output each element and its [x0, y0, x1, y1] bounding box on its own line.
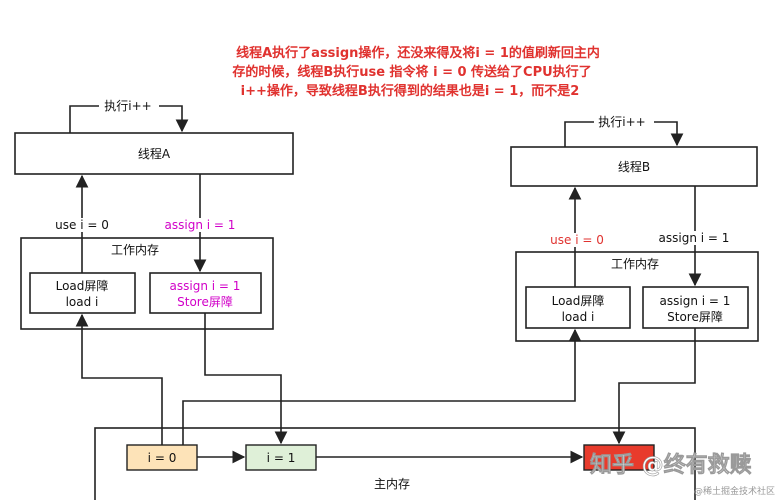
- watermark-main: 知乎 @终有救赎: [590, 452, 752, 478]
- thread-b-use-label: use i = 0: [550, 233, 604, 247]
- thread-b-store-line1: assign i = 1: [660, 294, 731, 308]
- thread-a-load-line1: Load屏障: [56, 278, 109, 293]
- thread-a-box: [14, 132, 294, 175]
- thread-b-work-memory-title: 工作内存: [611, 257, 659, 271]
- thread-a-load-line2: load i: [66, 295, 99, 309]
- main-memory-cell-i1: [245, 444, 317, 471]
- thread-b-assign-label: assign i = 1: [659, 231, 730, 245]
- title-line-1: 线程A执行了assign操作，还没来得及将i = 1的值刷新回主内: [236, 45, 600, 61]
- thread-a-store-line1: assign i = 1: [170, 279, 241, 293]
- thread-a-label: 线程A: [138, 146, 171, 161]
- thread-b-label: 线程B: [618, 159, 650, 174]
- load-path-b: [182, 328, 582, 445]
- thread-a-store-line2: Store屏障: [177, 294, 233, 309]
- load-path-a: [75, 313, 163, 445]
- thread-a-assign-label: assign i = 1: [165, 218, 236, 232]
- thread-a-load-box: [29, 272, 136, 314]
- store-path-b: [612, 328, 696, 445]
- main-memory-title: 主内存: [374, 477, 410, 491]
- thread-a-loop-label: 执行i++: [104, 99, 151, 113]
- main-memory-cell-red: [583, 444, 655, 471]
- thread-a-work-memory-title: 工作内存: [111, 243, 159, 257]
- thread-b-load-line1: Load屏障: [552, 293, 605, 308]
- main-memory-cell-i1-label: i = 1: [267, 451, 296, 465]
- thread-b-load-line2: load i: [562, 310, 595, 324]
- main-memory-cell-i0-label: i = 0: [148, 451, 177, 465]
- title-line-2: 存的时候，线程B执行use 指令将 i = 0 传送给了CPU执行了: [232, 64, 591, 80]
- thread-b-load-box: [525, 286, 631, 329]
- store-path-a: [204, 313, 288, 445]
- thread-a-use-label: use i = 0: [55, 218, 109, 232]
- title-line-3: i++操作，导致线程B执行得到的结果也是i = 1，而不是2: [241, 83, 580, 99]
- watermark-sub: @稀土掘金技术社区: [694, 485, 775, 497]
- thread-b-box: [510, 146, 758, 187]
- thread-b-loop-label: 执行i++: [598, 115, 645, 129]
- thread-b-store-line2: Store屏障: [667, 309, 723, 324]
- thread-a-store-box: [149, 272, 262, 314]
